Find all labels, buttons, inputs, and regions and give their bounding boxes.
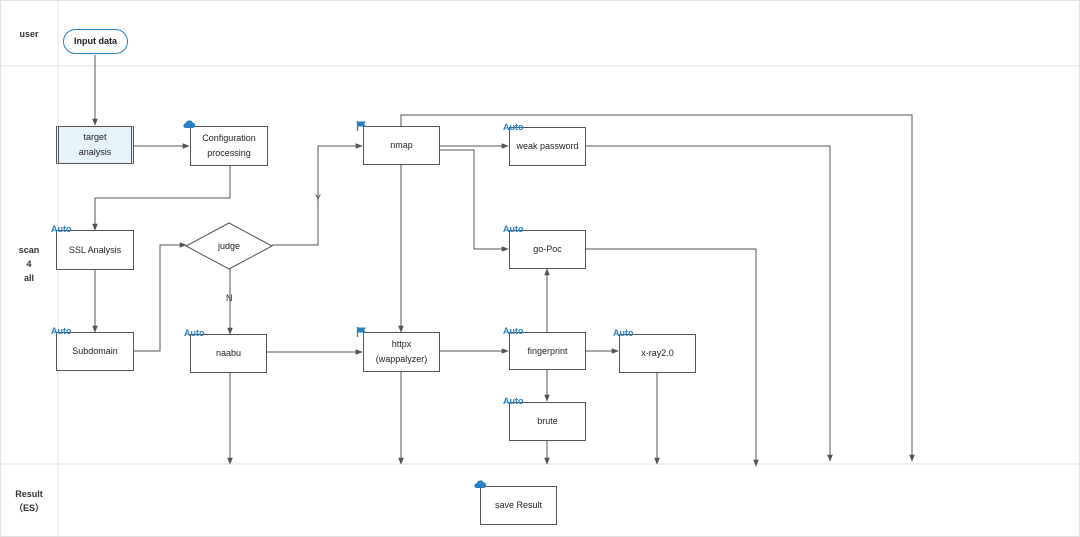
flag-icon xyxy=(356,121,366,131)
node-config-line1: Configuration xyxy=(202,133,256,143)
node-input-data[interactable]: Input data xyxy=(63,29,128,54)
node-fingerprint[interactable]: fingerprint xyxy=(509,332,586,370)
auto-badge-brute: Auto xyxy=(503,396,524,406)
node-naabu[interactable]: naabu xyxy=(190,334,267,373)
node-nmap[interactable]: nmap xyxy=(363,126,440,165)
edge-config-ssl xyxy=(92,166,231,231)
node-x-ray-label: x-ray2.0 xyxy=(641,348,674,358)
judge-diamond xyxy=(184,222,274,270)
node-target-analysis[interactable]: target analysis xyxy=(56,126,134,164)
node-save-result[interactable]: save Result xyxy=(480,486,557,525)
node-weak-password-label: weak password xyxy=(516,141,579,151)
node-target-analysis-line2: analysis xyxy=(78,147,112,157)
edge-subdomain-judge xyxy=(134,242,187,352)
edge-weak-result xyxy=(586,145,833,462)
node-input-data-label: Input data xyxy=(74,36,117,46)
auto-badge-weak-password: Auto xyxy=(503,122,524,132)
edge-gopoc-result xyxy=(586,248,759,467)
node-httpx-line2: (wappalyzer) xyxy=(375,354,428,364)
node-brute[interactable]: brute xyxy=(509,402,586,441)
lane-label-result-line2: （ES） xyxy=(13,503,44,513)
lane-label-scan-line3: all xyxy=(23,273,34,283)
cloud-icon xyxy=(183,120,196,128)
node-ssl-analysis[interactable]: SSL Analysis xyxy=(56,230,134,270)
node-go-poc-label: go-Poc xyxy=(533,244,562,254)
edge-nmap-gopoc xyxy=(440,149,509,252)
connectors xyxy=(92,55,915,467)
auto-badge-go-poc: Auto xyxy=(503,224,524,234)
node-x-ray[interactable]: x-ray2.0 xyxy=(619,334,696,373)
node-target-analysis-line1: target xyxy=(83,132,107,142)
node-judge-label: judge xyxy=(217,241,241,251)
node-httpx[interactable]: httpx (wappalyzer) xyxy=(363,332,440,372)
node-weak-password[interactable]: weak password xyxy=(509,127,586,166)
flag-icon xyxy=(356,327,366,337)
node-config-line2: processing xyxy=(207,148,251,158)
lane-label-scan: scan 4 all xyxy=(0,243,58,285)
auto-badge-x-ray: Auto xyxy=(613,328,634,338)
edge-label-yes: Y xyxy=(315,193,322,203)
node-nmap-label: nmap xyxy=(390,140,413,150)
auto-badge-subdomain: Auto xyxy=(51,326,72,336)
node-save-result-label: save Result xyxy=(494,500,543,510)
lane-label-result-line1: Result xyxy=(15,489,43,499)
node-configuration-processing[interactable]: Configuration processing xyxy=(190,126,268,166)
lane-label-scan-line1: scan xyxy=(18,245,40,255)
node-go-poc[interactable]: go-Poc xyxy=(509,230,586,269)
lane-label-user: user xyxy=(19,29,39,39)
node-ssl-analysis-label: SSL Analysis xyxy=(68,244,122,255)
node-subdomain-label: Subdomain xyxy=(72,346,118,356)
edge-judge-nmap-y xyxy=(272,143,363,246)
auto-badge-fingerprint: Auto xyxy=(503,326,524,336)
lane-label-scan-line2: 4 xyxy=(26,259,32,269)
edge-label-no: N xyxy=(226,293,233,303)
auto-badge-ssl: Auto xyxy=(51,224,72,234)
auto-badge-naabu: Auto xyxy=(184,328,205,338)
node-httpx-line1: httpx xyxy=(391,339,412,349)
lane-label-result: Result （ES） xyxy=(0,487,58,515)
node-subdomain[interactable]: Subdomain xyxy=(56,332,134,371)
node-naabu-label: naabu xyxy=(215,348,242,358)
cloud-icon xyxy=(474,480,487,488)
node-fingerprint-label: fingerprint xyxy=(527,345,568,356)
edge-nmap-top-result xyxy=(400,114,915,462)
node-brute-label: brute xyxy=(537,416,558,426)
